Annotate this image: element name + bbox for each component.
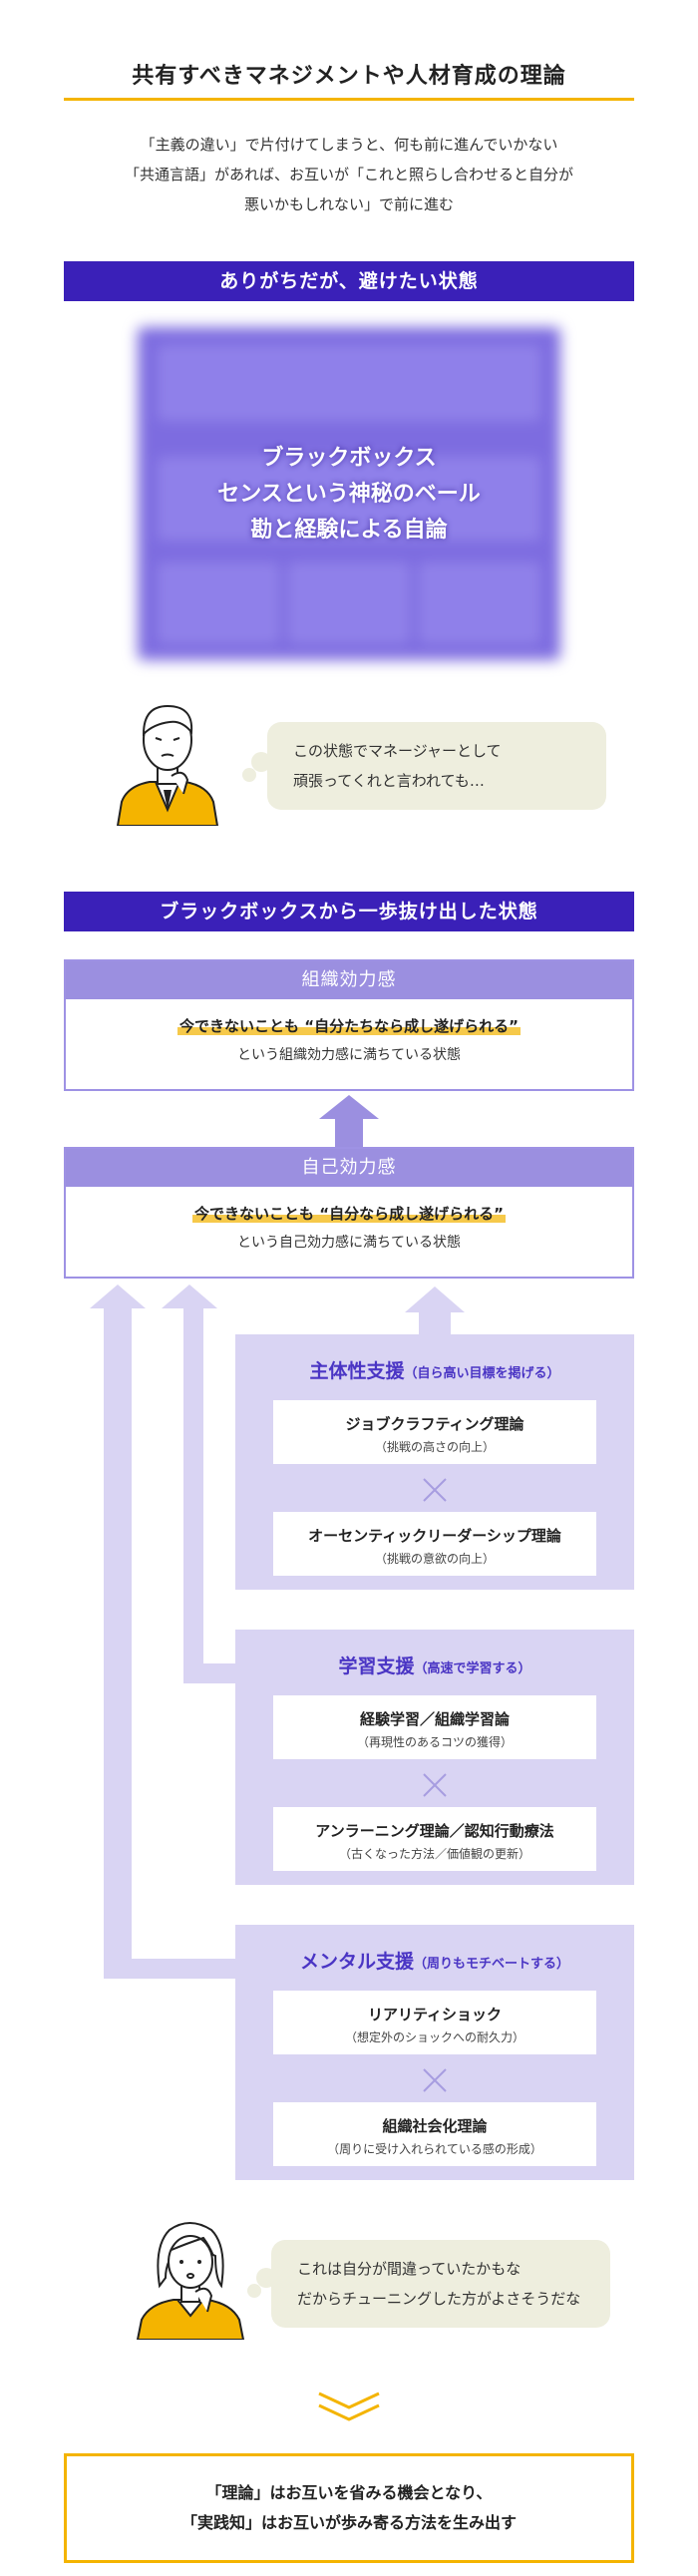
theory-card: アンラーニング理論／認知行動療法 （古くなった方法／価値観の更新） [273,1807,596,1871]
speech-bubble: これは自分が間違っていたかもな だからチューニングした方がよさそうだな [271,2240,610,2328]
blurred-line: 勘と経験による自論 [250,518,448,543]
org-efficacy-box: 組織効力感 今できないことも “自分たちなら成し遂げられる” という組織効力感に… [64,959,634,1091]
arrow-up-icon [405,1287,465,1334]
conclusion-box: 「理論」はお互いを省みる機会となり、 「実践知」はお互いが歩み寄る方法を生み出す [64,2453,634,2563]
theory-note: （再現性のあるコツの獲得） [356,1735,513,1749]
blurred-line: ブラックボックス [261,446,437,471]
speech-line: だからチューニングした方がよさそうだな [297,2290,581,2308]
support-panel-mental: メンタル支援（周りもモチベートする） リアリティショック （想定外のショックへの… [235,1925,634,2180]
theory-note: （挑戦の意欲の向上） [374,1552,495,1566]
panel-subtitle: （自ら高い目標を掲げる） [404,1366,560,1381]
section-bar-avoid: ありがちだが、避けたい状態 [64,261,634,301]
theory-note: （挑戦の高さの向上） [374,1440,495,1454]
org-efficacy-highlight: 今できないことも “自分たちなら成し遂げられる” [177,1017,521,1035]
support-panel-learning: 学習支援（高速で学習する） 経験学習／組織学習論 （再現性のあるコツの獲得） ア… [235,1630,634,1885]
theory-name: リアリティショック [367,2006,503,2024]
speech-bubble: この状態でマネージャーとして 頑張ってくれと言われても… [267,722,606,810]
chevron-down-icon [318,2392,380,2421]
cross-icon [423,1478,447,1502]
arrow-up-icon [319,1095,379,1149]
theory-name: アンラーニング理論／認知行動療法 [315,1822,554,1840]
theory-note: （古くなった方法／価値観の更新） [338,1847,530,1861]
org-efficacy-heading: 組織効力感 [66,961,632,999]
self-efficacy-highlight: 今できないことも “自分なら成し遂げられる” [192,1205,506,1223]
title-underline [64,98,634,101]
theory-card: 組織社会化理論 （周りに受け入れられている感の形成） [273,2102,596,2166]
speech-line: この状態でマネージャーとして [293,742,502,760]
speech-line: 頑張ってくれと言われても… [293,772,485,790]
theory-name: オーセンティックリーダーシップ理論 [308,1527,561,1545]
cross-icon [423,1773,447,1797]
conclusion-line: 「実践知」はお互いが歩み寄る方法を生み出す [180,2513,517,2532]
thought-dot [251,752,271,772]
theory-card: オーセンティックリーダーシップ理論 （挑戦の意欲の向上） [273,1512,596,1576]
flow-arrows [90,1285,465,1979]
blurred-headline: ブラックボックス センスという神秘のベール 勘と経験による自論 [130,441,568,549]
thought-dot [242,768,256,782]
theory-name: ジョブクラフティング理論 [345,1415,524,1433]
panel-title: 主体性支援 [309,1360,405,1382]
org-efficacy-desc: という組織効力感に満ちている状態 [237,1047,461,1063]
panel-subtitle: （周りもモチベートする） [414,1957,570,1972]
self-efficacy-box: 自己効力感 今できないことも “自分なら成し遂げられる” という自己効力感に満ち… [64,1147,634,1279]
arrow-up-icon [90,1285,235,1979]
section-bar-out-of-box: ブラックボックスから一歩抜け出した状態 [64,892,634,931]
intro-text: 「主義の違い」で片付けてしまうと、何も前に進んでいかない 「共通言語」があれば、… [0,130,698,219]
worried-man-icon [116,704,219,826]
theory-note: （想定外のショックへの耐久力） [344,2030,524,2044]
blurred-line: センスという神秘のベール [217,482,481,507]
panel-title: 学習支援 [338,1656,415,1677]
panel-title: メンタル支援 [299,1951,414,1973]
self-efficacy-desc: という自己効力感に満ちている状態 [237,1235,461,1251]
support-panel-autonomy: 主体性支援（自ら高い目標を掲げる） ジョブクラフティング理論 （挑戦の高さの向上… [235,1334,634,1590]
intro-line: 悪いかもしれない」で前に進む [243,195,454,213]
self-efficacy-heading: 自己効力感 [66,1149,632,1187]
speech-line: これは自分が間違っていたかもな [297,2260,522,2278]
theory-name: 組織社会化理論 [382,2117,488,2135]
intro-line: 「主義の違い」で片付けてしまうと、何も前に進んでいかない [140,136,558,154]
theory-card: リアリティショック （想定外のショックへの耐久力） [273,1991,596,2054]
page-title: 共有すべきマネジメントや人材育成の理論 [132,64,566,89]
thought-dot [247,2284,261,2298]
panel-subtitle: （高速で学習する） [414,1661,531,1676]
conclusion-line: 「理論」はお互いを省みる機会となり、 [205,2483,493,2502]
theory-name: 経験学習／組織学習論 [359,1710,510,1728]
cross-icon [423,2068,447,2092]
arrow-up-icon [162,1285,235,1683]
thinking-woman-icon [136,2222,245,2340]
blurred-diagram [130,319,568,668]
intro-line: 「共通言語」があれば、お互いが「これと照らし合わせると自分が [124,166,573,184]
theory-card: 経験学習／組織学習論 （再現性のあるコツの獲得） [273,1695,596,1759]
blurred-black-box: ブラックボックス センスという神秘のベール 勘と経験による自論 [130,319,568,668]
theory-note: （周りに受け入れられている感の形成） [327,2142,542,2156]
theory-card: ジョブクラフティング理論 （挑戦の高さの向上） [273,1400,596,1464]
